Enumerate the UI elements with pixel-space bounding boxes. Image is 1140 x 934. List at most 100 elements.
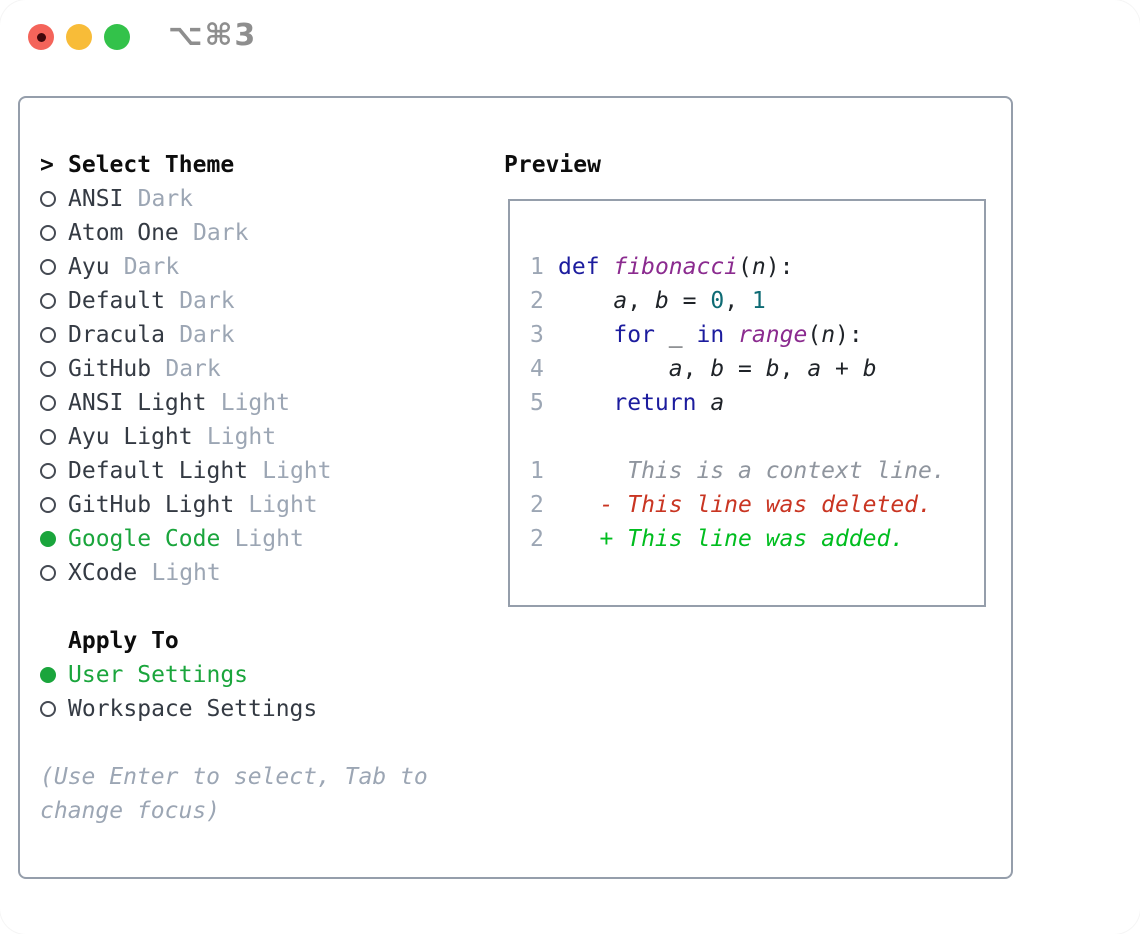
code-line: 3 for _ in range(n): <box>530 318 984 352</box>
theme-variant: Dark <box>193 220 249 246</box>
theme-name: Default Light <box>68 458 249 484</box>
code-content: a, b = b, a + b <box>668 356 877 382</box>
radio-icon <box>40 463 56 479</box>
line-number: 1 <box>530 458 544 484</box>
theme-option[interactable]: GitHub Light Light <box>40 488 502 522</box>
theme-variant: Dark <box>165 356 221 382</box>
zoom-button-icon[interactable] <box>104 24 130 50</box>
code-line: 4 a, b = b, a + b <box>530 352 984 386</box>
code-content: def fibonacci(n): <box>558 254 794 280</box>
theme-option[interactable]: XCode Light <box>40 556 502 590</box>
radio-icon <box>40 225 56 241</box>
close-button-icon[interactable] <box>28 24 54 50</box>
theme-name: Google Code <box>68 526 221 552</box>
preview-title: Preview <box>504 152 601 178</box>
code-line: 2 a, b = 0, 1 <box>530 284 984 318</box>
keyboard-hint: (Use Enter to select, Tab to change focu… <box>40 764 428 824</box>
theme-variant: Light <box>206 424 277 450</box>
radio-icon <box>40 667 56 683</box>
radio-icon <box>40 327 56 343</box>
theme-name: GitHub <box>68 356 152 382</box>
apply-to-name: Workspace Settings <box>68 696 318 722</box>
theme-name: ANSI Light <box>68 390 207 416</box>
window-title-shortcut: ⌥⌘3 <box>168 18 258 53</box>
line-number: 2 <box>530 288 544 314</box>
theme-name: Default <box>68 288 165 314</box>
close-dot-icon <box>36 32 46 42</box>
theme-option[interactable]: Google Code Light <box>40 522 502 556</box>
apply-to-option[interactable]: Workspace Settings <box>40 692 502 726</box>
radio-icon <box>40 191 56 207</box>
theme-variant: Light <box>234 526 304 552</box>
radio-icon <box>40 361 56 377</box>
spacer-row <box>40 590 502 624</box>
code-content: for _ in range(n): <box>613 322 863 348</box>
line-number: 3 <box>530 322 544 348</box>
code-line: 2 + This line was added. <box>530 522 984 556</box>
select-theme-label: Select Theme <box>68 152 235 178</box>
theme-variant: Dark <box>123 254 180 280</box>
theme-option[interactable]: ANSI Dark <box>40 182 502 216</box>
code-content: This is a context line. <box>558 458 946 484</box>
theme-variant: Light <box>151 560 221 586</box>
theme-variant: Light <box>262 458 332 484</box>
theme-name: ANSI <box>68 186 124 212</box>
radio-icon <box>40 259 56 275</box>
theme-option[interactable]: Dracula Dark <box>40 318 502 352</box>
line-number: 1 <box>530 254 544 280</box>
code-content: return a <box>613 390 725 416</box>
selection-chevron-icon: > <box>40 152 54 178</box>
spacer-row <box>40 726 502 760</box>
apply-to-name: User Settings <box>68 662 249 688</box>
theme-option[interactable]: Default Dark <box>40 284 502 318</box>
theme-option[interactable]: Ayu Dark <box>40 250 502 284</box>
theme-name: Atom One <box>68 220 179 246</box>
theme-variant: Light <box>220 390 290 416</box>
theme-variant: Dark <box>137 186 194 212</box>
theme-name: GitHub Light <box>68 492 235 518</box>
code-line: 5 return a <box>530 386 984 420</box>
theme-name: Dracula <box>68 322 165 348</box>
traffic-lights <box>28 24 130 50</box>
theme-option[interactable]: Ayu Light Light <box>40 420 502 454</box>
theme-option[interactable]: Default Light Light <box>40 454 502 488</box>
code-line: 1 def fibonacci(n): <box>530 250 984 284</box>
radio-icon <box>40 565 56 581</box>
apply-to-option[interactable]: User Settings <box>40 658 502 692</box>
theme-option[interactable]: ANSI Light Light <box>40 386 502 420</box>
radio-icon <box>40 429 56 445</box>
theme-name: Ayu <box>68 254 110 280</box>
radio-icon <box>40 531 56 547</box>
theme-variant: Dark <box>179 288 235 314</box>
radio-icon <box>40 701 56 717</box>
code-content: + This line was added. <box>558 526 905 552</box>
radio-icon <box>40 293 56 309</box>
line-number: 4 <box>530 356 544 382</box>
line-number: 2 <box>530 526 544 552</box>
line-number: 5 <box>530 390 544 416</box>
theme-option[interactable]: Atom One Dark <box>40 216 502 250</box>
minimize-button-icon[interactable] <box>66 24 92 50</box>
theme-name: Ayu Light <box>68 424 193 450</box>
code-line: 2 - This line was deleted. <box>530 488 984 522</box>
select-theme-header: > Select Theme <box>40 148 502 182</box>
radio-icon <box>40 497 56 513</box>
theme-variant: Dark <box>179 322 235 348</box>
theme-variant: Light <box>248 492 318 518</box>
code-content: - This line was deleted. <box>558 492 932 518</box>
code-line <box>530 420 984 454</box>
radio-icon <box>40 395 56 411</box>
line-number: 2 <box>530 492 544 518</box>
code-content: a, b = 0, 1 <box>613 288 766 314</box>
theme-name: XCode <box>68 560 138 586</box>
theme-option[interactable]: GitHub Dark <box>40 352 502 386</box>
apply-to-header: Apply To <box>68 628 179 654</box>
